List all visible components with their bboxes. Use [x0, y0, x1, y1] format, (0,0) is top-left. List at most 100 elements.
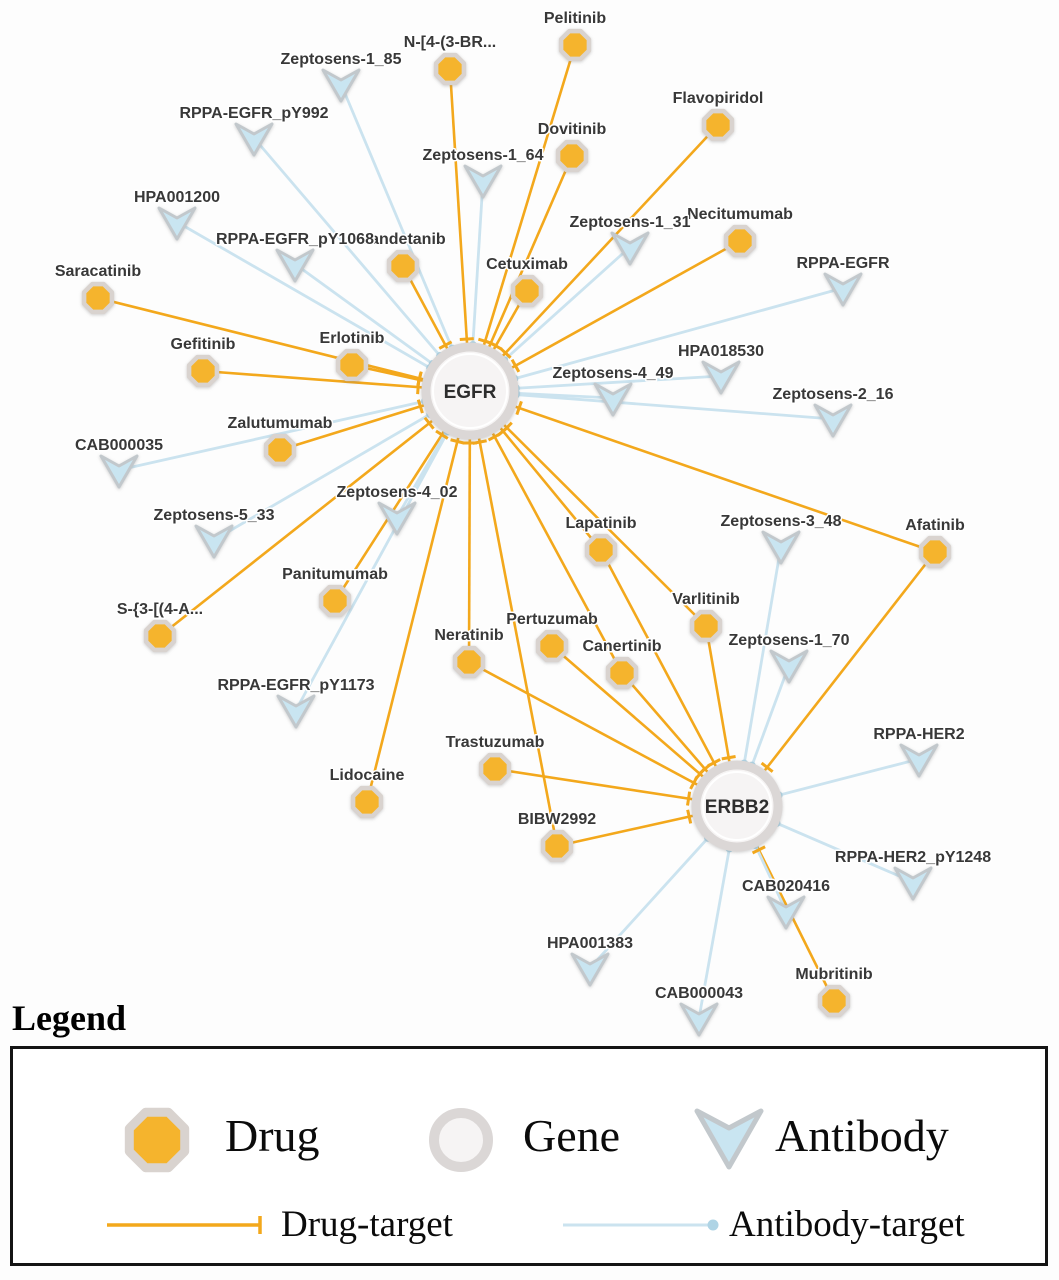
- drug-edge-tee-cap: [760, 761, 774, 773]
- drug-target-edge: [735, 551, 937, 807]
- gene-node[interactable]: [421, 342, 519, 440]
- antibody-node[interactable]: [275, 248, 315, 283]
- drug-edge-tee-cap: [510, 358, 521, 373]
- antibody-node[interactable]: [823, 272, 863, 307]
- antibody-node[interactable]: [899, 743, 939, 778]
- node-label: Zeptosens-4_02: [337, 484, 458, 501]
- node-label: Trastuzumab: [446, 734, 545, 751]
- drug-target-edge: [159, 389, 471, 638]
- antibody-node[interactable]: [194, 524, 234, 559]
- drug-node[interactable]: [701, 108, 735, 142]
- drug-node[interactable]: [918, 535, 952, 569]
- antibody-node[interactable]: [377, 501, 417, 536]
- antibody-node[interactable]: [701, 360, 741, 395]
- drug-edge-tee-cap: [435, 429, 449, 440]
- node-label: CAB000043: [655, 985, 743, 1002]
- node-label: HPA018530: [678, 343, 764, 360]
- node-label: RPPA-EGFR_pY1173: [217, 677, 374, 694]
- node-label: Zeptosens-2_16: [773, 386, 894, 403]
- antibody-node[interactable]: [463, 164, 503, 199]
- drug-edge-tee-cap: [751, 845, 766, 855]
- gene-inner-ring: [702, 771, 772, 841]
- antibody-node[interactable]: [761, 530, 801, 565]
- antibody-node[interactable]: [99, 454, 139, 489]
- drug-target-edge-sample: [107, 1216, 262, 1234]
- legend-box: Drug Gene Antibody Drug-target Antibody-…: [10, 1046, 1048, 1266]
- node-label: Neratinib: [434, 627, 504, 644]
- antibody-target-edge: [469, 286, 844, 393]
- antibody-node[interactable]: [610, 231, 650, 266]
- drug-node[interactable]: [186, 354, 220, 388]
- drug-edge-tee-cap: [487, 432, 502, 442]
- drug-node[interactable]: [584, 533, 618, 567]
- node-label: BIBW2992: [518, 811, 596, 828]
- node-label: HPA001383: [547, 935, 633, 952]
- drug-node[interactable]: [433, 52, 467, 86]
- drug-node[interactable]: [510, 274, 544, 308]
- drug-node[interactable]: [555, 139, 589, 173]
- antibody-target-edge: [294, 390, 472, 711]
- node-label: RPPA-EGFR: [796, 255, 889, 272]
- antibody-node[interactable]: [321, 68, 361, 103]
- drug-node[interactable]: [605, 656, 639, 690]
- antibody-node[interactable]: [813, 403, 853, 438]
- legend-drug-label: Drug: [225, 1110, 320, 1161]
- antibody-node[interactable]: [570, 952, 610, 987]
- drug-node[interactable]: [143, 619, 177, 653]
- node-label: Cetuximab: [486, 256, 568, 273]
- antibody-target-edge: [469, 389, 834, 421]
- node-label: Zeptosens-4_49: [553, 365, 674, 382]
- antibody-node[interactable]: [276, 694, 316, 729]
- antibody-node[interactable]: [234, 122, 274, 157]
- drug-edge-tee-cap: [416, 372, 423, 387]
- antibody-node[interactable]: [679, 1002, 719, 1037]
- drug-node[interactable]: [558, 28, 592, 62]
- node-label: Zeptosens-1_70: [729, 632, 850, 649]
- drug-node[interactable]: [386, 249, 420, 283]
- node-label: Afatinib: [905, 517, 965, 534]
- drug-node[interactable]: [452, 645, 486, 679]
- antibody-node[interactable]: [766, 895, 806, 930]
- drug-edge-tee-cap: [438, 340, 453, 350]
- drug-node[interactable]: [335, 348, 369, 382]
- antibody-target-edge: [252, 137, 472, 392]
- drug-target-edge: [468, 660, 738, 808]
- legend-gene-label: Gene: [523, 1110, 621, 1161]
- gene-node[interactable]: [691, 760, 783, 852]
- drug-node[interactable]: [478, 752, 512, 786]
- node-label: N-[4-(3-BR...: [404, 34, 496, 51]
- antibody-node[interactable]: [893, 866, 933, 901]
- legend-title: Legend: [12, 998, 127, 1038]
- node-label: Pertuzumab: [506, 611, 598, 628]
- drug-legend-icon: [124, 1107, 190, 1173]
- drug-node[interactable]: [263, 433, 297, 467]
- drug-edge-tee-cap: [686, 791, 692, 806]
- gene-legend-icon: [429, 1108, 493, 1172]
- drug-node[interactable]: [723, 224, 757, 258]
- genes-layer: [421, 342, 783, 852]
- node-label: RPPA-EGFR_pY992: [179, 105, 328, 122]
- drug-edge-tee-cap: [488, 341, 503, 351]
- drug-node[interactable]: [535, 629, 569, 663]
- node-label: Lidocaine: [330, 767, 405, 784]
- drug-node[interactable]: [350, 785, 384, 819]
- node-label: Zeptosens-5_33: [154, 507, 275, 524]
- node-label: Dovitinib: [538, 121, 607, 138]
- drug-node[interactable]: [318, 584, 352, 618]
- antibody-node[interactable]: [157, 206, 197, 241]
- drug-node[interactable]: [540, 829, 574, 863]
- drug-target-edge: [365, 390, 472, 803]
- drug-target-edge: [97, 296, 471, 393]
- antibody-target-edge: [339, 83, 472, 392]
- nodes-layer: [81, 28, 952, 1037]
- node-label: Mubritinib: [795, 966, 873, 983]
- labels-layer: EGFRERBB2PelitinibN-[4-(3-BR...Dovitinib…: [53, 9, 992, 1004]
- drug-node[interactable]: [817, 984, 851, 1018]
- antibody-node[interactable]: [769, 649, 809, 684]
- drug-node[interactable]: [689, 609, 723, 643]
- drug-edge-tee-cap: [686, 809, 693, 824]
- drug-node[interactable]: [81, 281, 115, 315]
- node-label: CAB000035: [75, 437, 163, 454]
- antibody-node[interactable]: [593, 382, 633, 417]
